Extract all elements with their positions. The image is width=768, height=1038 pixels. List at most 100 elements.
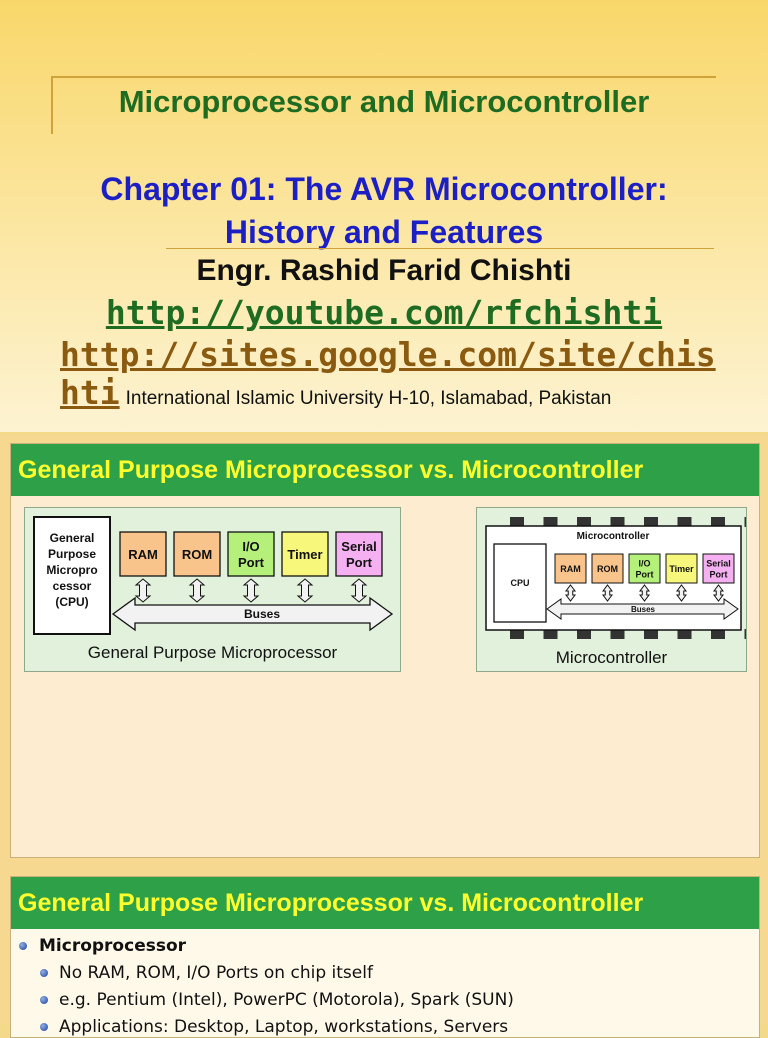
- chip-pin: [677, 517, 692, 527]
- mc-bus-arrow: [546, 598, 739, 620]
- peripheral-block-label: Port: [238, 555, 265, 570]
- bus-connector-arrow: [296, 578, 314, 603]
- cpu-block: [33, 516, 111, 635]
- mc-peripheral-block-label: Timer: [669, 564, 694, 574]
- cpu-label-line: cessor: [53, 579, 92, 593]
- bullet-list: Microprocessor No RAM, ROM, I/O Ports on …: [11, 933, 759, 1037]
- peripheral-block: [227, 531, 275, 577]
- bus-connector-arrow: [134, 578, 152, 603]
- title-slide: Microprocessor and Microcontroller Chapt…: [0, 0, 768, 432]
- bullet-text: Applications: Desktop, Laptop, workstati…: [59, 1017, 509, 1037]
- chip-pin: [644, 517, 658, 527]
- youtube-link[interactable]: http://youtube.com/rfchishti: [105, 293, 663, 332]
- mc-cpu-block: [493, 543, 547, 623]
- mc-bus-connector-arrow: [565, 584, 576, 602]
- chip-pin: [510, 517, 524, 527]
- mc-peripheral-block-label: ROM: [597, 564, 618, 574]
- peripheral-block-label: Serial: [341, 539, 376, 554]
- peripheral-block: [335, 531, 383, 577]
- mc-cpu-label: CPU: [510, 578, 529, 588]
- bullets-slide: General Purpose Microprocessor vs. Micro…: [0, 866, 768, 1038]
- diagram-slide-panel: General Purpose Microprocessor vs. Micro…: [10, 443, 760, 858]
- diagram-slide: General Purpose Microprocessor vs. Micro…: [0, 434, 768, 866]
- peripheral-block-label: RAM: [128, 547, 158, 562]
- diagram-caption: Microcontroller: [555, 648, 668, 667]
- bullet-item: Microprocessor: [11, 933, 759, 960]
- bus-connectors: [134, 578, 368, 603]
- chapter-title: Chapter 01: The AVR Microcontroller: His…: [0, 168, 768, 254]
- bus-connector-arrow: [188, 578, 206, 603]
- mc-bus-connector-arrow: [676, 584, 687, 602]
- google-sites-link-part-2[interactable]: hti: [60, 373, 120, 412]
- chip-pin: [543, 629, 558, 639]
- mc-peripheral-block-label: Serial: [706, 559, 731, 569]
- bullet-item: Applications: Desktop, Laptop, workstati…: [11, 1014, 759, 1037]
- bullets-slide-panel: General Purpose Microprocessor vs. Micro…: [10, 876, 760, 1038]
- mc-peripheral-block-label: I/O: [638, 559, 650, 569]
- cpu-label-line: (CPU): [55, 595, 88, 609]
- bullet-text: e.g. Pentium (Intel), PowerPC (Motorola)…: [59, 990, 514, 1010]
- title-underline: [166, 248, 714, 249]
- mc-peripheral-block: [554, 553, 587, 584]
- bullet-icon: [40, 969, 48, 977]
- chip-pin: [543, 517, 558, 527]
- slide-heading: General Purpose Microprocessor vs. Micro…: [11, 877, 759, 929]
- chip-pin: [577, 517, 591, 527]
- mc-peripheral-block: [665, 553, 698, 584]
- mc-bus-connector-arrow: [602, 584, 613, 602]
- diagram-caption: General Purpose Microprocessor: [87, 643, 338, 662]
- chip-pin: [711, 517, 725, 527]
- chip-pins: [510, 517, 746, 639]
- chip-pin: [744, 629, 746, 639]
- cpu-label-line: Micropro: [46, 563, 97, 577]
- bus-label: Buses: [244, 607, 280, 621]
- mc-peripheral-block: [702, 553, 735, 584]
- top-rule: [51, 76, 716, 78]
- university-name: International Islamic University H-10, I…: [125, 388, 612, 409]
- bullet-item: e.g. Pentium (Intel), PowerPC (Motorola)…: [11, 987, 759, 1014]
- bullet-text: No RAM, ROM, I/O Ports on chip itself: [59, 963, 373, 983]
- chip-pin: [510, 629, 524, 639]
- peripheral-block: [119, 531, 167, 577]
- cpu-label-line: Purpose: [48, 547, 96, 561]
- peripheral-block: [281, 531, 329, 577]
- left-rule: [51, 76, 53, 134]
- google-sites-link-part-1[interactable]: http://sites.google.com/site/chis: [60, 335, 716, 374]
- chip-pin: [744, 517, 746, 527]
- bullet-text: Microprocessor: [39, 936, 187, 956]
- bus-connector-arrow: [242, 578, 260, 603]
- mc-peripheral-block-label: Port: [636, 570, 654, 580]
- mc-bus-connector-arrow: [639, 584, 650, 602]
- slide-heading: General Purpose Microprocessor vs. Micro…: [11, 444, 759, 496]
- course-title: Microprocessor and Microcontroller: [118, 84, 650, 119]
- chip-pin: [577, 629, 591, 639]
- bullet-icon: [40, 996, 48, 1004]
- mc-peripheral-block-label: RAM: [560, 564, 581, 574]
- mc-bus-connector-arrow: [713, 584, 724, 602]
- chip-pin: [610, 629, 625, 639]
- mc-bus-label: Buses: [631, 605, 656, 614]
- author-name: Engr. Rashid Farid Chishti: [196, 254, 572, 287]
- chapter-title-line-2: History and Features: [224, 214, 544, 250]
- peripheral-block-label: ROM: [182, 547, 212, 562]
- mc-peripheral-block: [591, 553, 624, 584]
- bullet-icon: [40, 1023, 48, 1031]
- chip-pin: [610, 517, 625, 527]
- bullet-item: No RAM, ROM, I/O Ports on chip itself: [11, 960, 759, 987]
- chapter-title-line-1: Chapter 01: The AVR Microcontroller:: [100, 171, 668, 207]
- bullet-icon: [19, 942, 27, 950]
- peripheral-block-label: Port: [346, 555, 373, 570]
- mc-peripheral-block: [628, 553, 661, 584]
- chip-title: Microcontroller: [577, 531, 650, 542]
- bus-connector-arrow: [350, 578, 368, 603]
- chip-pin: [677, 629, 692, 639]
- peripheral-block-label: I/O: [242, 539, 259, 554]
